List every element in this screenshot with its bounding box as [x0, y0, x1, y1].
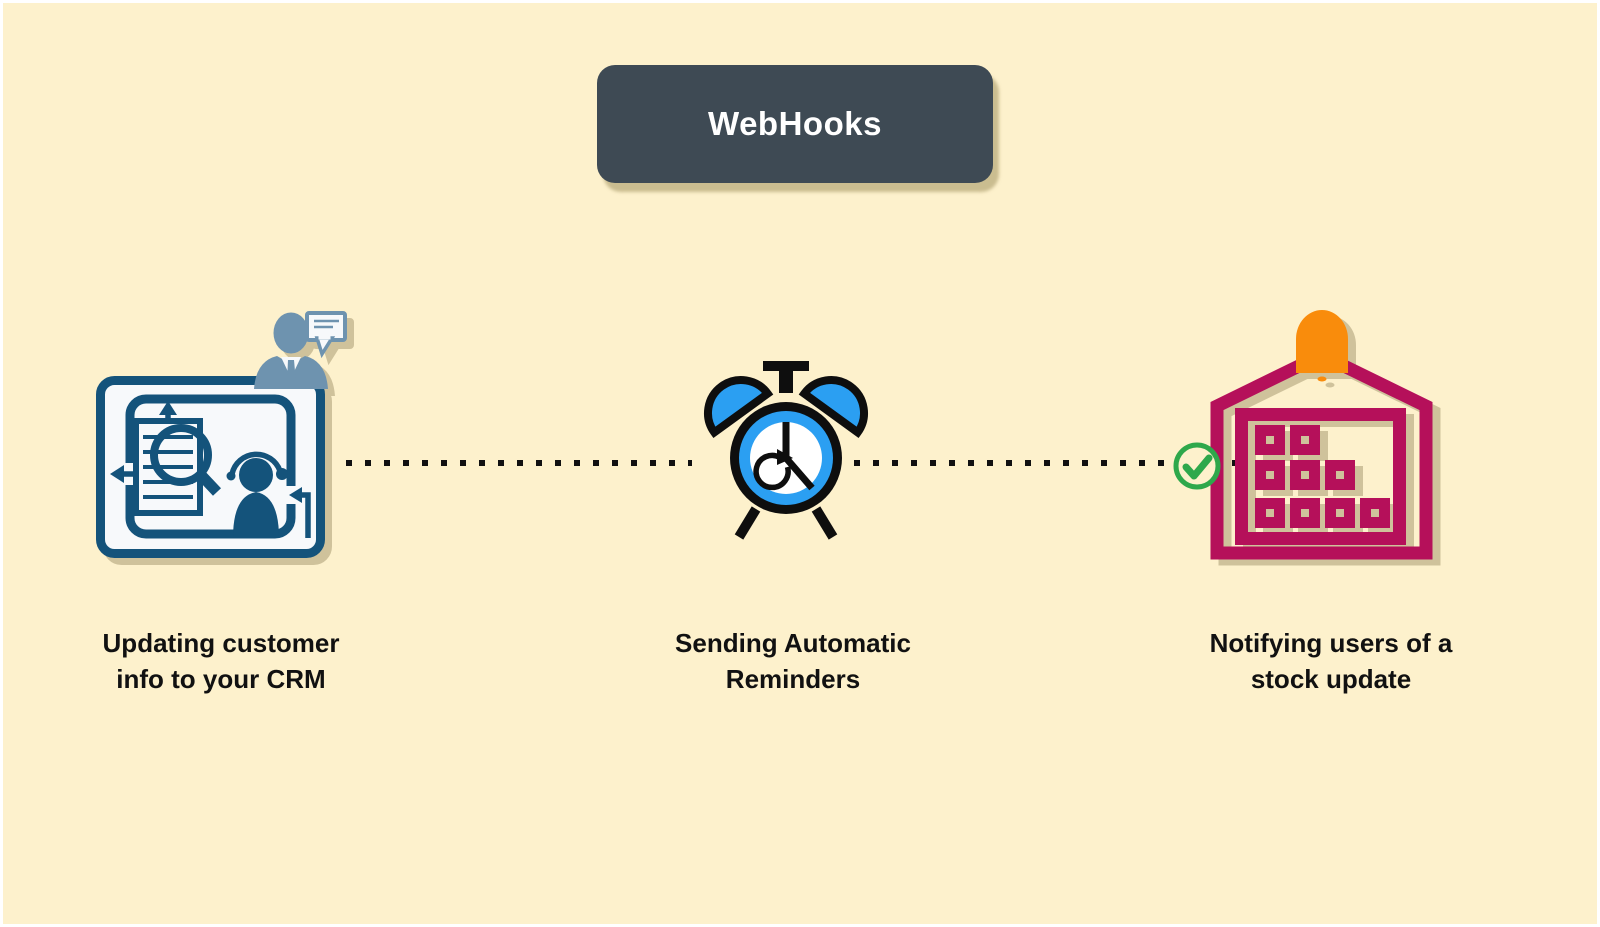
stock-boxes	[1255, 425, 1390, 528]
webhooks-header: WebHooks	[597, 65, 993, 183]
refresh-arrow-icon	[753, 449, 793, 491]
crm-customer-support-icon	[96, 311, 347, 558]
clock-hands	[782, 422, 815, 491]
item-label-stock: Notifying users of a stock update	[1209, 628, 1453, 694]
clock-bells	[704, 376, 868, 438]
magnifier-icon	[150, 424, 222, 496]
clock-legs	[734, 506, 838, 540]
warehouse-outline	[1210, 347, 1433, 560]
item-label-crm: Updating customer info to your CRM	[102, 628, 340, 694]
webhooks-title: WebHooks	[708, 105, 882, 142]
item-label-reminders: Sending Automatic Reminders	[675, 628, 911, 694]
businessman-icon	[254, 311, 347, 389]
speech-bubble-icon	[305, 311, 347, 359]
green-check-icon	[1173, 442, 1221, 490]
connector-dotted-line-2	[854, 460, 1166, 466]
clock-stem	[763, 361, 809, 393]
warehouse-stock-icon	[1210, 310, 1433, 560]
warehouse-inner-frame	[1235, 408, 1406, 545]
bell-icon	[1296, 310, 1348, 382]
arrow-entry-icon	[289, 487, 311, 538]
support-agent-icon	[226, 451, 288, 538]
document-icon	[133, 418, 203, 516]
connector-dotted-line-1	[346, 460, 692, 466]
alarm-clock-icon	[704, 361, 868, 540]
